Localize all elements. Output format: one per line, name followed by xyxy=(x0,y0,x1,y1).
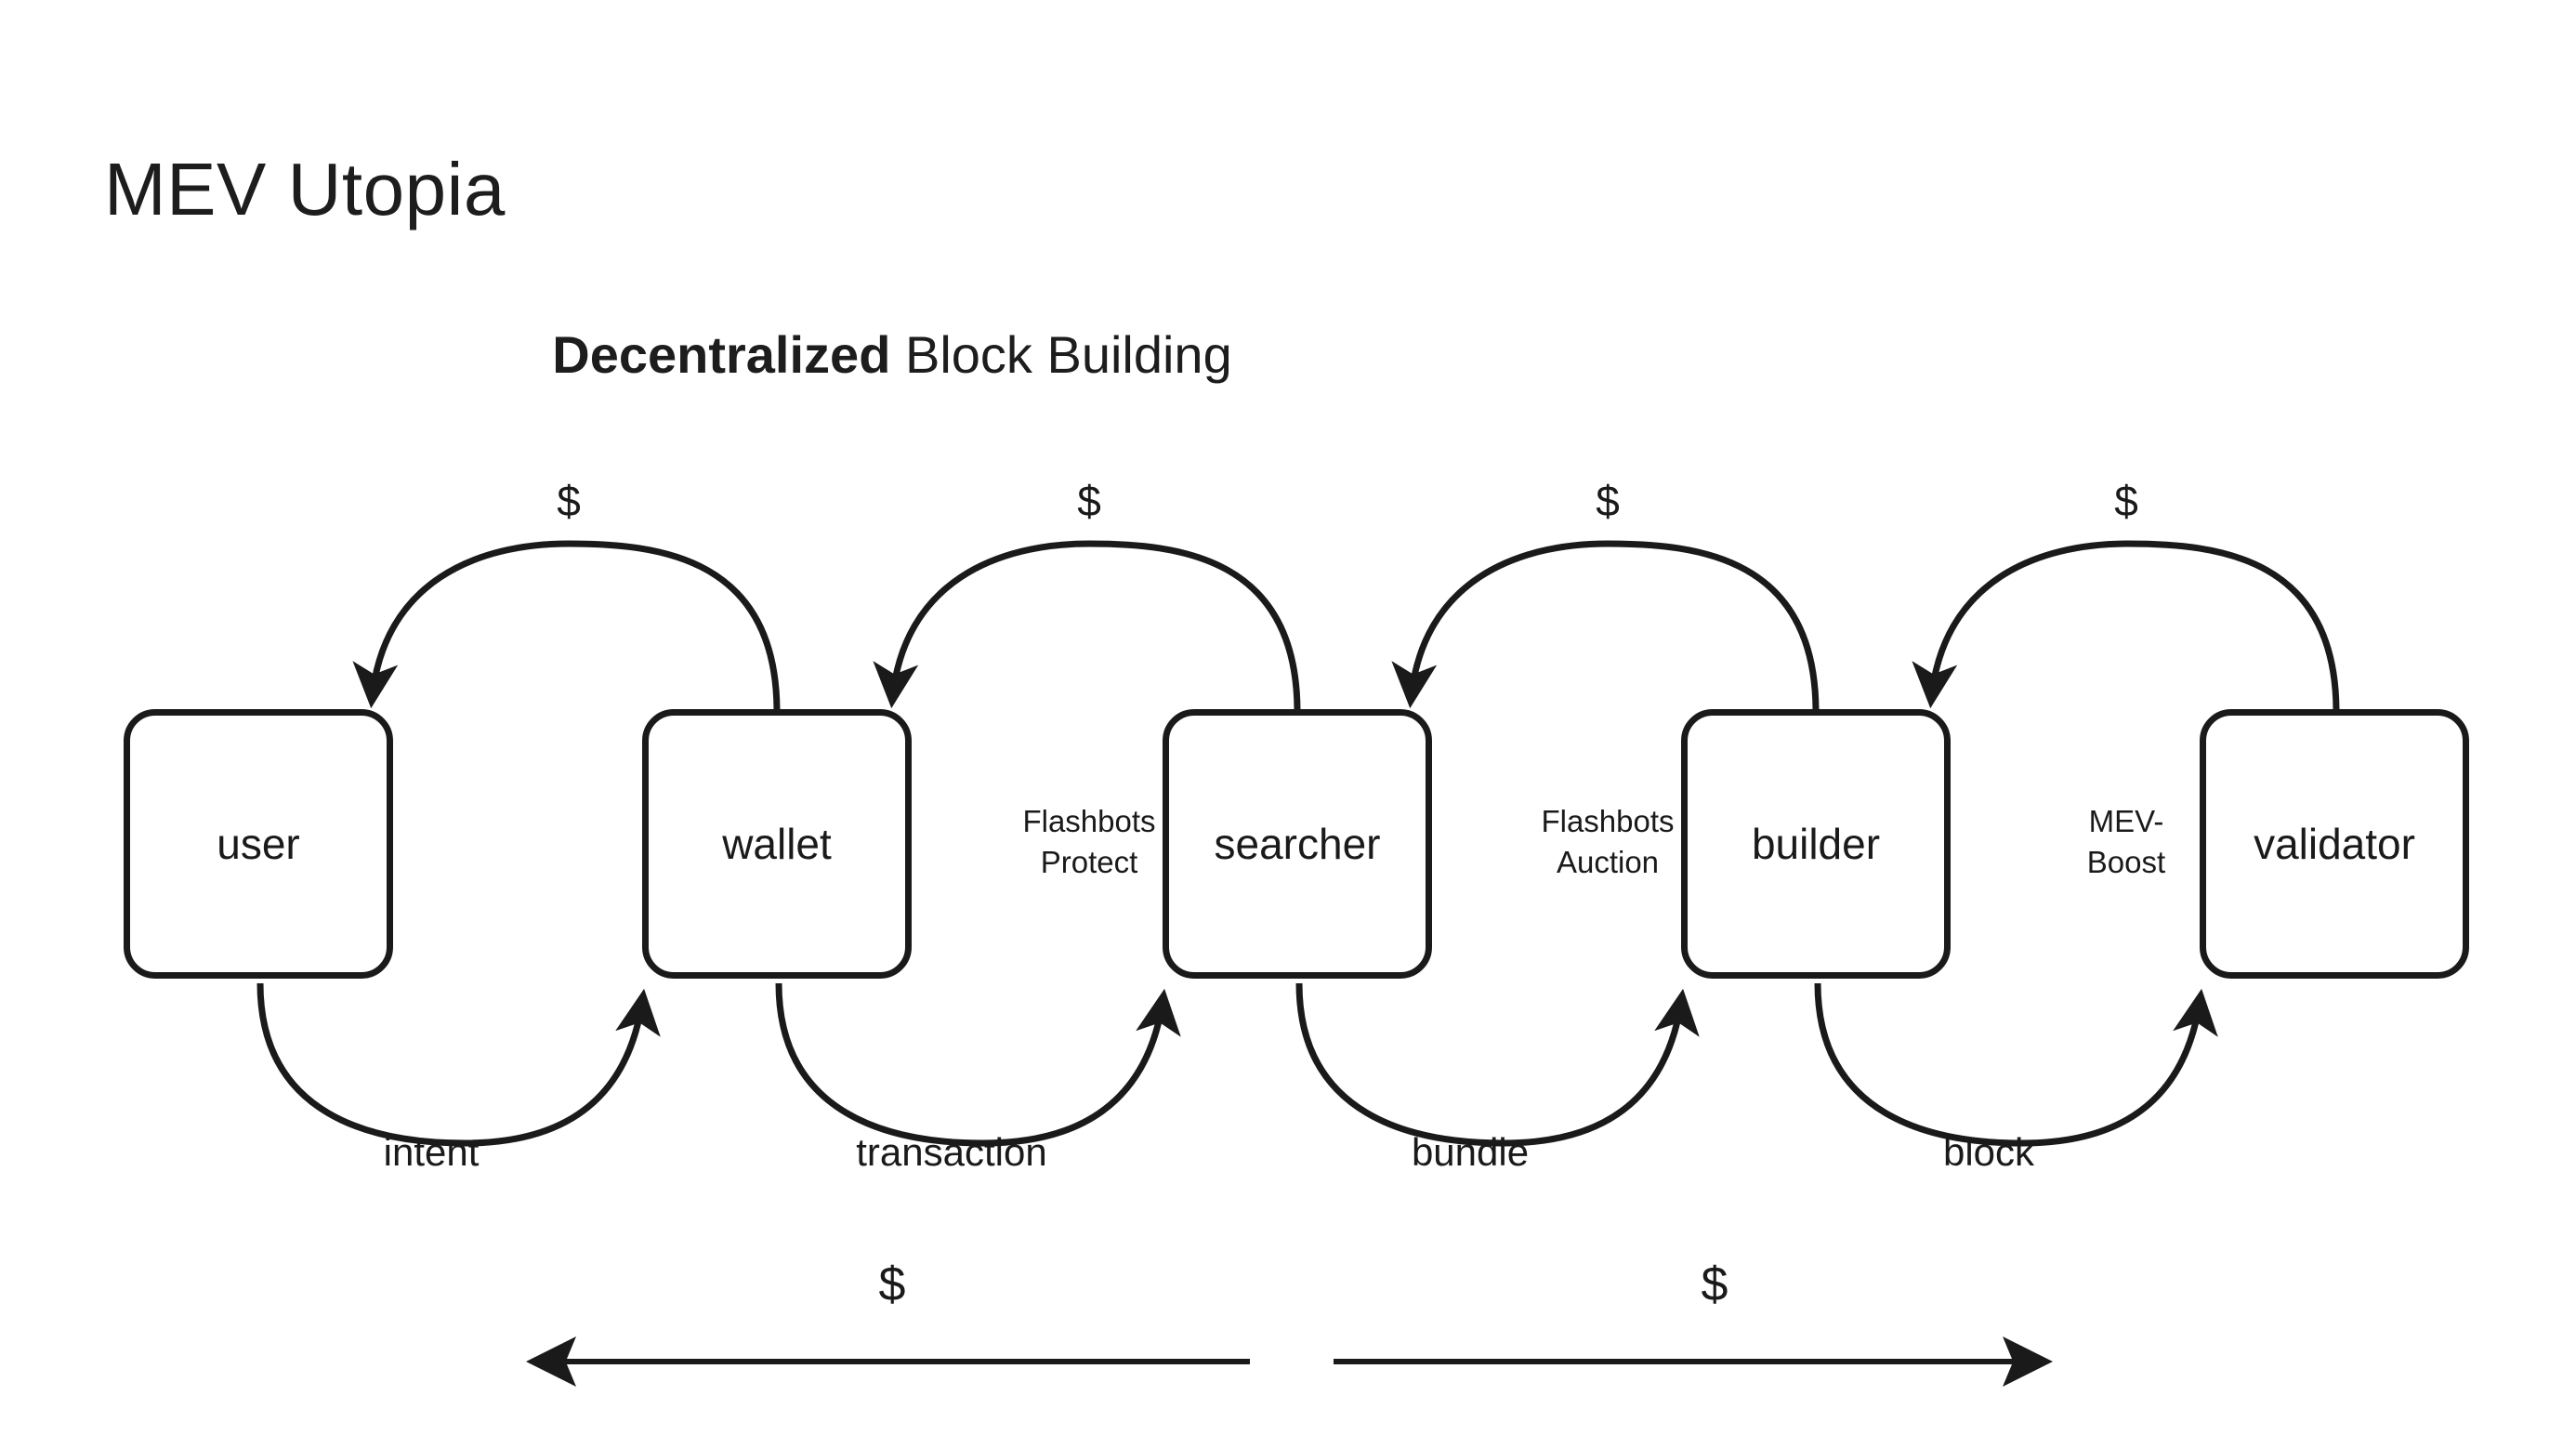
payment-label-searcher-to-wallet: $ xyxy=(1077,477,1101,525)
subtitle: Decentralized Block Building xyxy=(0,324,1784,385)
flow-arc-wallet-to-searcher xyxy=(775,982,1181,1147)
flow-label-transaction: transaction xyxy=(856,1130,1047,1174)
summary-label-left: $ xyxy=(878,1257,906,1311)
node-searcher[interactable]: searcher xyxy=(1163,709,1432,979)
subtitle-emphasis: Decentralized xyxy=(552,325,891,384)
subtitle-rest: Block Building xyxy=(890,325,1232,384)
node-user-label: user xyxy=(217,820,300,868)
node-validator-label: validator xyxy=(2254,820,2415,868)
summary-label-right: $ xyxy=(1701,1257,1728,1311)
payment-label-builder-to-searcher: $ xyxy=(1596,477,1620,525)
payment-arc-wallet-to-user xyxy=(352,540,781,713)
gap-label-flashbots-auction-line2: Auction xyxy=(1556,844,1660,879)
flow-arc-searcher-to-builder xyxy=(1295,982,1700,1147)
node-wallet[interactable]: wallet xyxy=(642,709,912,979)
node-searcher-label: searcher xyxy=(1214,820,1381,868)
gap-label-mev-boost: MEV- Boost xyxy=(1996,801,2256,882)
node-builder[interactable]: builder xyxy=(1681,709,1951,979)
page-title: MEV Utopia xyxy=(104,148,506,230)
flow-label-block: block xyxy=(1942,1130,2035,1174)
gap-label-flashbots-auction-line1: Flashbots xyxy=(1541,804,1675,838)
flow-arc-user-to-wallet xyxy=(256,982,661,1147)
node-validator[interactable]: validator xyxy=(2200,709,2469,979)
flow-label-bundle: bundle xyxy=(1411,1130,1530,1174)
payment-label-wallet-to-user: $ xyxy=(557,477,581,525)
gap-label-flashbots-auction: Flashbots Auction xyxy=(1478,801,1738,882)
node-user[interactable]: user xyxy=(124,709,393,979)
node-builder-label: builder xyxy=(1751,820,1881,868)
gap-label-mev-boost-line1: MEV- xyxy=(2088,804,2164,838)
gap-label-flashbots-protect: Flashbots Protect xyxy=(959,801,1219,882)
payment-arc-validator-to-builder xyxy=(1912,540,2340,713)
node-wallet-label: wallet xyxy=(722,820,832,868)
payment-label-validator-to-builder: $ xyxy=(2114,477,2138,525)
gap-label-flashbots-protect-line1: Flashbots xyxy=(1022,804,1156,838)
payment-arc-builder-to-searcher xyxy=(1391,540,1820,713)
payment-arc-searcher-to-wallet xyxy=(873,540,1301,713)
flow-label-intent: intent xyxy=(383,1130,480,1174)
gap-label-flashbots-protect-line2: Protect xyxy=(1040,844,1138,879)
flow-arc-builder-to-validator xyxy=(1814,982,2218,1147)
gap-label-mev-boost-line2: Boost xyxy=(2086,844,2166,879)
